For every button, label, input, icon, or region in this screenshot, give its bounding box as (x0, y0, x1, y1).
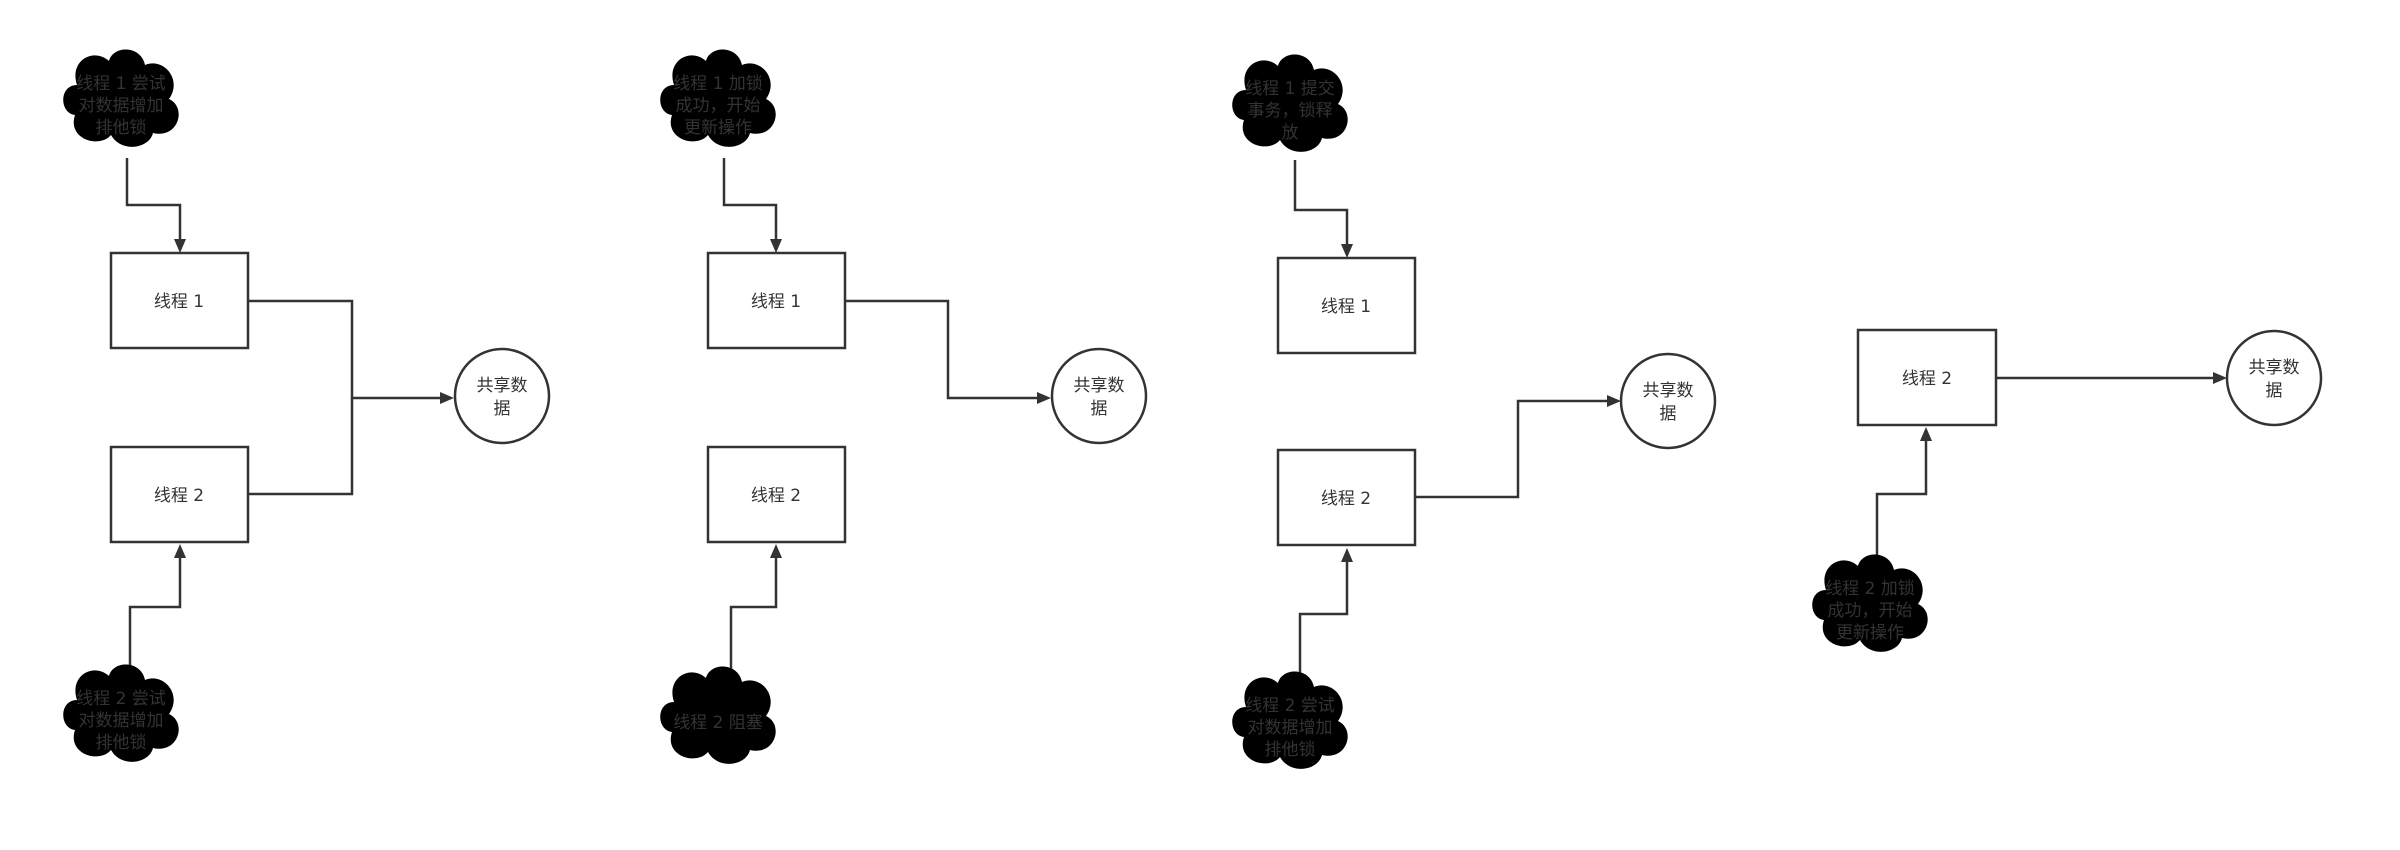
edge-note-to-thread1 (125, 158, 182, 240)
note-line3: 排他锁 (1265, 740, 1316, 760)
arrowhead-icon (174, 239, 186, 253)
edge-thread1-to-shared (248, 299, 440, 400)
thread2-box: 线程 2 (706, 445, 847, 544)
edge-note-to-thread1 (1293, 160, 1349, 245)
note-line3: 更新操作 (1836, 623, 1904, 643)
shared-data-node: 共享数 据 (2225, 329, 2323, 427)
edge-thread2-to-shared (248, 398, 354, 496)
note-cloud-bottom: 线程 2 阻塞 (660, 666, 776, 764)
shared-data-label-line1: 共享数 (477, 376, 528, 396)
edge-note-to-thread2 (128, 557, 182, 678)
thread1-box: 线程 1 (109, 251, 250, 350)
shared-data-label-line2: 据 (1091, 399, 1108, 419)
arrowhead-icon (1341, 548, 1353, 562)
arrowhead-icon (1341, 244, 1353, 258)
arrowhead-icon (2213, 372, 2227, 384)
thread2-box: 线程 2 (1276, 448, 1417, 547)
diagram-panel-2: 线程 1 线程 2 共享数 据 线程 1 加锁 成功，开始 更新操作 线程 2 … (660, 49, 1148, 764)
note-line1: 线程 2 阻塞 (673, 713, 763, 733)
thread2-box: 线程 2 (109, 445, 250, 544)
edge-thread2-to-shared (1415, 399, 1607, 499)
note-cloud-top: 线程 1 提交 事务，锁释 放 (1232, 54, 1348, 152)
note-line3: 排他锁 (96, 733, 147, 753)
thread2-label: 线程 2 (1321, 489, 1371, 509)
arrowhead-icon (770, 239, 782, 253)
note-line3: 更新操作 (684, 118, 752, 138)
note-line2: 对数据增加 (1248, 718, 1333, 738)
arrowhead-icon (1037, 392, 1051, 404)
thread1-box: 线程 1 (706, 251, 847, 350)
note-cloud-top: 线程 1 尝试 对数据增加 排他锁 (63, 49, 179, 147)
note-line1: 线程 1 提交 (1245, 79, 1335, 99)
edge-note-to-thread2 (1875, 440, 1928, 565)
thread1-label: 线程 1 (154, 292, 204, 312)
shared-data-label-line1: 共享数 (2249, 358, 2300, 378)
note-line1: 线程 2 尝试 (1245, 696, 1335, 716)
arrowhead-icon (1920, 427, 1932, 441)
diagram-panel-4: 线程 2 共享数 据 线程 2 加锁 成功，开始 更新操作 (1812, 328, 2323, 652)
shared-data-label-line2: 据 (2266, 381, 2283, 401)
shared-data-label-line2: 据 (494, 399, 511, 419)
note-line1: 线程 1 尝试 (76, 74, 166, 94)
thread1-label: 线程 1 (1321, 297, 1371, 317)
shared-data-node: 共享数 据 (453, 347, 551, 445)
note-line1: 线程 1 加锁 (673, 74, 763, 94)
shared-data-node: 共享数 据 (1050, 347, 1148, 445)
note-line2: 对数据增加 (79, 96, 164, 116)
note-line2: 事务，锁释 (1248, 101, 1333, 121)
thread2-box: 线程 2 (1856, 328, 1998, 427)
note-line1: 线程 2 加锁 (1825, 579, 1915, 599)
diagram-panel-1: 线程 1 线程 2 共享数 据 线程 1 尝试 对数据增加 排他锁 线程 2 尝… (63, 49, 551, 762)
note-cloud-bottom: 线程 2 加锁 成功，开始 更新操作 (1812, 554, 1928, 652)
edge-note-to-thread2 (729, 557, 778, 677)
note-cloud-bottom: 线程 2 尝试 对数据增加 排他锁 (63, 664, 179, 762)
note-line1: 线程 2 尝试 (76, 689, 166, 709)
thread2-label: 线程 2 (1902, 369, 1952, 389)
shared-data-label-line1: 共享数 (1643, 381, 1694, 401)
note-line3: 排他锁 (96, 118, 147, 138)
arrowhead-icon (1607, 395, 1621, 407)
diagram-panel-3: 线程 1 线程 2 共享数 据 线程 1 提交 事务，锁释 放 线程 2 尝试 … (1232, 54, 1717, 769)
edge-note-to-thread1 (722, 158, 778, 240)
note-line2: 对数据增加 (79, 711, 164, 731)
note-cloud-top: 线程 1 加锁 成功，开始 更新操作 (660, 49, 776, 147)
note-line2: 成功，开始 (1828, 601, 1913, 621)
note-line3: 放 (1282, 123, 1299, 143)
thread1-box: 线程 1 (1276, 256, 1417, 355)
note-line2: 成功，开始 (676, 96, 761, 116)
shared-data-label-line1: 共享数 (1074, 376, 1125, 396)
arrowhead-icon (770, 544, 782, 558)
thread1-label: 线程 1 (751, 292, 801, 312)
shared-data-label-line2: 据 (1660, 404, 1677, 424)
note-cloud-bottom: 线程 2 尝试 对数据增加 排他锁 (1232, 671, 1348, 769)
arrowhead-icon (174, 544, 186, 558)
thread2-label: 线程 2 (154, 486, 204, 506)
edge-thread1-to-shared (845, 299, 1037, 400)
arrowhead-icon (440, 392, 454, 404)
edge-note-to-thread2 (1298, 561, 1349, 682)
thread2-label: 线程 2 (751, 486, 801, 506)
shared-data-node: 共享数 据 (1619, 352, 1717, 450)
